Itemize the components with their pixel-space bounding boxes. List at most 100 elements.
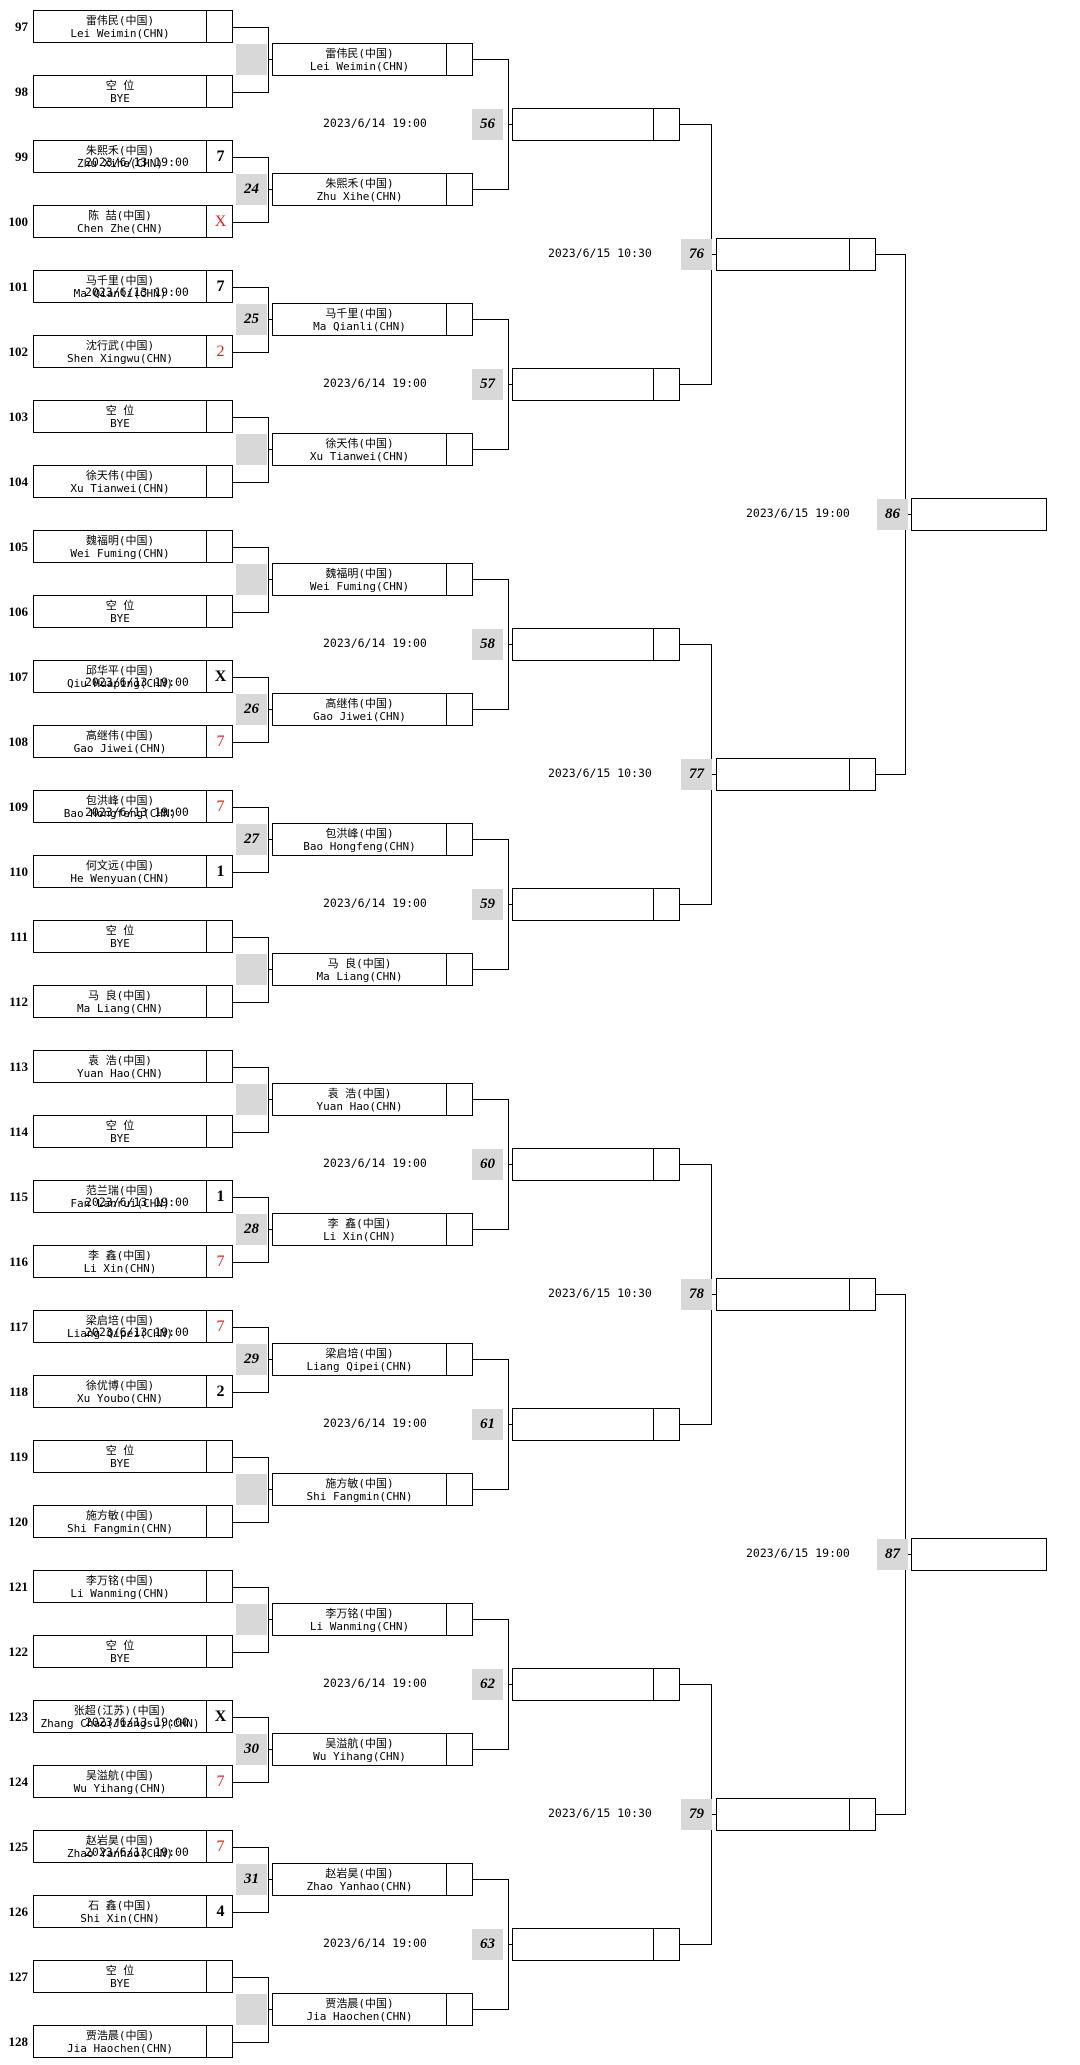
set-score xyxy=(849,1799,877,1830)
player-slot[interactable] xyxy=(716,1798,876,1831)
player-slot[interactable] xyxy=(512,1928,680,1961)
player-slot[interactable]: 马 良(中国)Ma Liang(CHN) xyxy=(272,953,473,986)
player-slot[interactable] xyxy=(716,758,876,791)
player-slot[interactable]: 施方敏(中国)Shi Fangmin(CHN) xyxy=(272,1473,473,1506)
player-slot[interactable]: 石 鑫(中国)Shi Xin(CHN)4 xyxy=(33,1895,233,1928)
player-slot[interactable]: 赵岩昊(中国)Zhao Yanhao(CHN) xyxy=(272,1863,473,1896)
player-slot[interactable]: 沈行武(中国)Shen Xingwu(CHN)2 xyxy=(33,335,233,368)
player-slot[interactable]: 袁 浩(中国)Yuan Hao(CHN) xyxy=(272,1083,473,1116)
player-name-en: BYE xyxy=(110,1457,130,1470)
player-slot[interactable]: 施方敏(中国)Shi Fangmin(CHN) xyxy=(33,1505,233,1538)
player-slot[interactable]: 张超(江苏)(中国)Zhang Chao(Jiangsu)(CHN)X xyxy=(33,1700,233,1733)
player-slot[interactable]: 马千里(中国)Ma Qianli(CHN)7 xyxy=(33,270,233,303)
player-name-cn: 范兰瑞(中国) xyxy=(85,1184,155,1197)
player-slot[interactable]: 梁启培(中国)Liang Qipei(CHN) xyxy=(272,1343,473,1376)
player-slot[interactable]: 陈 喆(中国)Chen Zhe(CHN)X xyxy=(33,205,233,238)
player-name-cn: 雷伟民(中国) xyxy=(85,14,155,27)
player-slot[interactable]: 马 良(中国)Ma Liang(CHN) xyxy=(33,985,233,1018)
player-name-en: BYE xyxy=(110,937,130,950)
player-slot[interactable] xyxy=(512,888,680,921)
match-number: 31 xyxy=(236,1864,267,1895)
player-slot[interactable]: 徐天伟(中国)Xu Tianwei(CHN) xyxy=(33,465,233,498)
seed-number: 112 xyxy=(9,993,28,1009)
player-slot[interactable]: 高继伟(中国)Gao Jiwei(CHN)7 xyxy=(33,725,233,758)
player-name: 李 鑫(中国)Li Xin(CHN) xyxy=(273,1217,446,1243)
player-slot[interactable]: 李 鑫(中国)Li Xin(CHN) xyxy=(272,1213,473,1246)
seed-number: 122 xyxy=(8,1643,29,1659)
player-slot[interactable]: 吴溢航(中国)Wu Yihang(CHN) xyxy=(272,1733,473,1766)
player-slot[interactable]: 吴溢航(中国)Wu Yihang(CHN)7 xyxy=(33,1765,233,1798)
player-slot[interactable] xyxy=(512,1408,680,1441)
player-slot[interactable] xyxy=(716,238,876,271)
player-slot[interactable]: 雷伟民(中国)Lei Weimin(CHN) xyxy=(33,10,233,43)
player-slot[interactable]: 梁启培(中国)Liang Qipei(CHN)7 xyxy=(33,1310,233,1343)
player-slot[interactable]: 魏福明(中国)Wei Fuming(CHN) xyxy=(33,530,233,563)
bracket-line xyxy=(680,124,712,125)
bracket-line xyxy=(233,1391,269,1393)
player-slot[interactable] xyxy=(512,628,680,661)
match-number: 29 xyxy=(236,1344,267,1375)
match-date: 2023/6/14 19:00 xyxy=(323,376,427,390)
match-number: 60 xyxy=(472,1149,503,1180)
player-name: 徐天伟(中国)Xu Tianwei(CHN) xyxy=(34,469,206,495)
player-slot[interactable]: 贾浩晨(中国)Jia Haochen(CHN) xyxy=(33,2025,233,2058)
player-slot[interactable]: 魏福明(中国)Wei Fuming(CHN) xyxy=(272,563,473,596)
player-slot[interactable]: 范兰瑞(中国)Fan Lanrui(CHN)1 xyxy=(33,1180,233,1213)
player-name-en: Gao Jiwei(CHN) xyxy=(313,710,406,723)
player-slot[interactable] xyxy=(512,1668,680,1701)
player-name-en: Zhu Xihe(CHN) xyxy=(76,157,164,170)
player-slot[interactable]: 李万铭(中国)Li Wanming(CHN) xyxy=(272,1603,473,1636)
set-score xyxy=(206,921,234,952)
player-slot[interactable]: 赵岩昊(中国)Zhao Yanhao(CHN)7 xyxy=(33,1830,233,1863)
player-name-cn: 沈行武(中国) xyxy=(85,339,155,352)
player-slot[interactable]: 徐优博(中国)Xu Youbo(CHN)2 xyxy=(33,1375,233,1408)
player-name: 朱熙禾(中国)Zhu Xihe(CHN) xyxy=(34,144,206,170)
set-score xyxy=(653,629,681,660)
player-slot[interactable] xyxy=(512,368,680,401)
player-slot[interactable] xyxy=(716,1278,876,1311)
player-slot[interactable]: 包洪峰(中国)Bao Hongfeng(CHN)7 xyxy=(33,790,233,823)
player-slot[interactable]: 贾浩晨(中国)Jia Haochen(CHN) xyxy=(272,1993,473,2026)
player-slot[interactable] xyxy=(911,498,1047,531)
player-slot[interactable] xyxy=(512,108,680,141)
match-date: 2023/6/14 19:00 xyxy=(323,1676,427,1690)
player-slot[interactable]: 袁 浩(中国)Yuan Hao(CHN) xyxy=(33,1050,233,1083)
player-slot[interactable] xyxy=(512,1148,680,1181)
player-name-en: Ma Qianli(CHN) xyxy=(73,287,167,300)
bracket-line xyxy=(233,1261,269,1263)
player-name-cn: 徐天伟(中国) xyxy=(325,437,394,450)
player-slot[interactable]: 何文远(中国)He Wenyuan(CHN)1 xyxy=(33,855,233,888)
player-slot[interactable]: 雷伟民(中国)Lei Weimin(CHN) xyxy=(272,43,473,76)
bracket-line xyxy=(233,1586,269,1588)
player-slot[interactable]: 李 鑫(中国)Li Xin(CHN)7 xyxy=(33,1245,233,1278)
player-name: 徐天伟(中国)Xu Tianwei(CHN) xyxy=(273,437,446,463)
player-name-cn: 李万铭(中国) xyxy=(325,1607,394,1620)
player-slot[interactable] xyxy=(911,1538,1047,1571)
player-slot[interactable]: 朱熙禾(中国)Zhu Xihe(CHN)7 xyxy=(33,140,233,173)
player-slot[interactable]: 邱华平(中国)Qiu Huaping(CHN)X xyxy=(33,660,233,693)
bracket-line xyxy=(233,871,269,873)
player-name: 雷伟民(中国)Lei Weimin(CHN) xyxy=(34,14,206,40)
player-slot[interactable]: 马千里(中国)Ma Qianli(CHN) xyxy=(272,303,473,336)
match-date: 2023/6/15 10:30 xyxy=(548,1286,652,1300)
player-slot[interactable]: 朱熙禾(中国)Zhu Xihe(CHN) xyxy=(272,173,473,206)
player-slot[interactable]: 高继伟(中国)Gao Jiwei(CHN) xyxy=(272,693,473,726)
player-slot[interactable]: 徐天伟(中国)Xu Tianwei(CHN) xyxy=(272,433,473,466)
player-slot[interactable]: 包洪峰(中国)Bao Hongfeng(CHN) xyxy=(272,823,473,856)
match-date: 2023/6/14 19:00 xyxy=(323,116,427,130)
set-score xyxy=(446,1474,474,1505)
player-name: 高继伟(中国)Gao Jiwei(CHN) xyxy=(34,729,206,755)
set-score: 7 xyxy=(206,1766,234,1797)
player-slot[interactable]: 李万铭(中国)Li Wanming(CHN) xyxy=(33,1570,233,1603)
player-name-en: Shi Fangmin(CHN) xyxy=(67,1522,173,1535)
